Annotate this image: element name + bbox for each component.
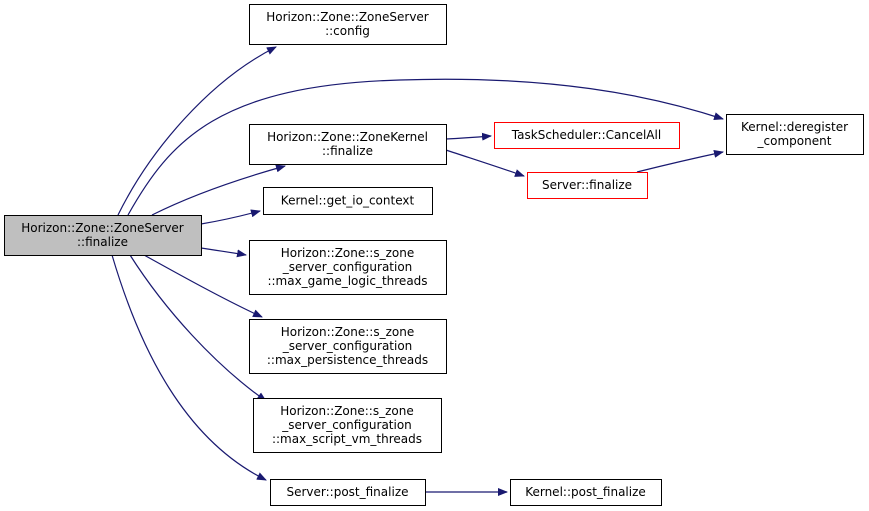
node-box bbox=[4, 215, 202, 256]
node-root[interactable]: Horizon::Zone::ZoneServer::finalize bbox=[4, 215, 202, 256]
node-label-line: Horizon::Zone::s_zone bbox=[280, 404, 413, 418]
node-max-game[interactable]: Horizon::Zone::s_zone_server_configurati… bbox=[249, 240, 447, 295]
edge-root-to-max_game bbox=[200, 247, 247, 258]
node-label-line: Horizon::Zone::s_zone bbox=[281, 325, 414, 339]
edge-zk_finalize-to-server_fin bbox=[445, 149, 525, 177]
edge-root-to-dereg bbox=[127, 78, 724, 216]
edge-server_fin-to-dereg bbox=[636, 149, 724, 173]
node-box bbox=[249, 124, 447, 165]
node-box bbox=[253, 398, 442, 453]
node-label-line: Kernel::post_finalize bbox=[525, 485, 646, 499]
node-label-line: ::max_script_vm_threads bbox=[272, 432, 422, 446]
edge-root-to-max_script bbox=[129, 254, 267, 402]
node-label-line: Kernel::deregister bbox=[741, 120, 848, 134]
node-label-line: ::config bbox=[325, 24, 370, 38]
node-dereg[interactable]: Kernel::deregister_component bbox=[726, 114, 864, 155]
node-get-io[interactable]: Kernel::get_io_context bbox=[263, 187, 433, 215]
node-post-fin[interactable]: Server::post_finalize bbox=[270, 479, 426, 506]
edge-root-to-get_io bbox=[200, 209, 261, 225]
node-label-line: ::max_persistence_threads bbox=[267, 353, 428, 367]
node-box bbox=[270, 479, 426, 506]
node-label-line: Horizon::Zone::s_zone bbox=[281, 246, 414, 260]
node-label-line: _server_configuration bbox=[282, 260, 413, 274]
node-label-line: Horizon::Zone::ZoneServer bbox=[266, 10, 429, 24]
node-label-line: Server::finalize bbox=[542, 178, 632, 192]
node-label-line: ::max_game_logic_threads bbox=[267, 274, 427, 288]
node-label-line: _component bbox=[757, 134, 832, 148]
node-box bbox=[249, 4, 447, 45]
edge-root-to-zk_finalize bbox=[151, 164, 286, 216]
node-max-script[interactable]: Horizon::Zone::s_zone_server_configurati… bbox=[253, 398, 442, 453]
edge-zk_finalize-to-cancel_all bbox=[445, 132, 492, 141]
node-label-line: _server_configuration bbox=[282, 339, 413, 353]
node-zk-finalize[interactable]: Horizon::Zone::ZoneKernel::finalize bbox=[249, 124, 447, 165]
edges-layer bbox=[111, 46, 724, 496]
node-k-post-fin[interactable]: Kernel::post_finalize bbox=[510, 479, 662, 506]
node-max-persist[interactable]: Horizon::Zone::s_zone_server_configurati… bbox=[249, 319, 447, 374]
node-box bbox=[527, 172, 648, 199]
node-box bbox=[263, 187, 433, 215]
node-server-fin[interactable]: Server::finalize bbox=[527, 172, 648, 199]
node-label-line: ::finalize bbox=[77, 235, 128, 249]
node-label-line: Server::post_finalize bbox=[286, 485, 408, 499]
node-box bbox=[510, 479, 662, 506]
node-box bbox=[249, 319, 447, 374]
node-cancel-all[interactable]: TaskScheduler::CancelAll bbox=[494, 122, 680, 149]
nodes-layer: Horizon::Zone::ZoneServer::finalizeHoriz… bbox=[4, 4, 864, 506]
edge-root-to-config bbox=[117, 46, 277, 216]
edge-root-to-post_fin bbox=[111, 254, 267, 481]
node-box bbox=[726, 114, 864, 155]
node-label-line: ::finalize bbox=[322, 144, 373, 158]
edge-root-to-max_persist bbox=[143, 254, 263, 318]
node-label-line: Kernel::get_io_context bbox=[281, 194, 415, 208]
node-label-line: Horizon::Zone::ZoneServer bbox=[21, 221, 184, 235]
node-label-line: Horizon::Zone::ZoneKernel bbox=[267, 130, 428, 144]
node-label-line: TaskScheduler::CancelAll bbox=[511, 128, 661, 142]
node-config[interactable]: Horizon::Zone::ZoneServer::config bbox=[249, 4, 447, 45]
node-box bbox=[249, 240, 447, 295]
node-label-line: _server_configuration bbox=[281, 418, 412, 432]
node-box bbox=[494, 122, 680, 149]
